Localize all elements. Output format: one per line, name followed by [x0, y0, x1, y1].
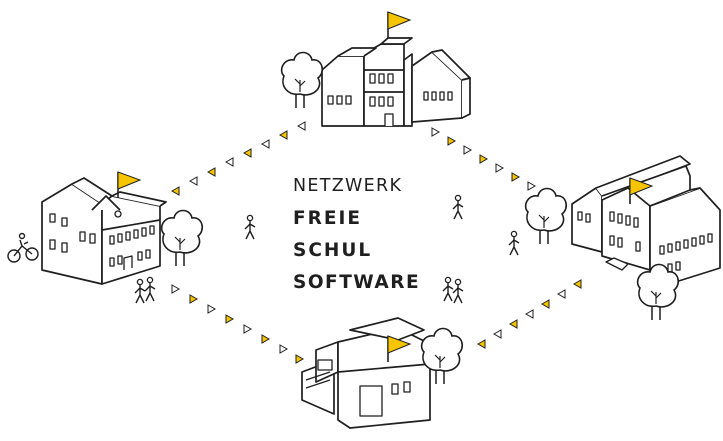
person-icon [144, 276, 156, 302]
school-building-icon [321, 37, 471, 127]
person-icon [508, 230, 520, 256]
person-icon [442, 276, 454, 302]
logo-line-freie: FREIE [293, 208, 363, 229]
tree-icon [636, 263, 680, 321]
school-building-icon [41, 177, 167, 285]
logo-line-schul: SCHUL [293, 240, 373, 261]
person-icon [452, 194, 464, 220]
tree-icon [280, 51, 324, 109]
tree-icon [160, 209, 204, 267]
connection-dots-icon [170, 121, 582, 364]
tree-icon [524, 187, 568, 245]
person-icon [134, 278, 146, 304]
school-building-icon [301, 317, 431, 429]
bicycle-icon [7, 232, 39, 263]
flag-icon [387, 11, 411, 39]
person-icon [244, 214, 256, 240]
person-icon [452, 278, 464, 304]
logo-line-software: SOFTWARE [293, 272, 421, 293]
logo-line-netzwerk: NETZWERK [293, 176, 403, 196]
school-building-icon [571, 155, 721, 291]
